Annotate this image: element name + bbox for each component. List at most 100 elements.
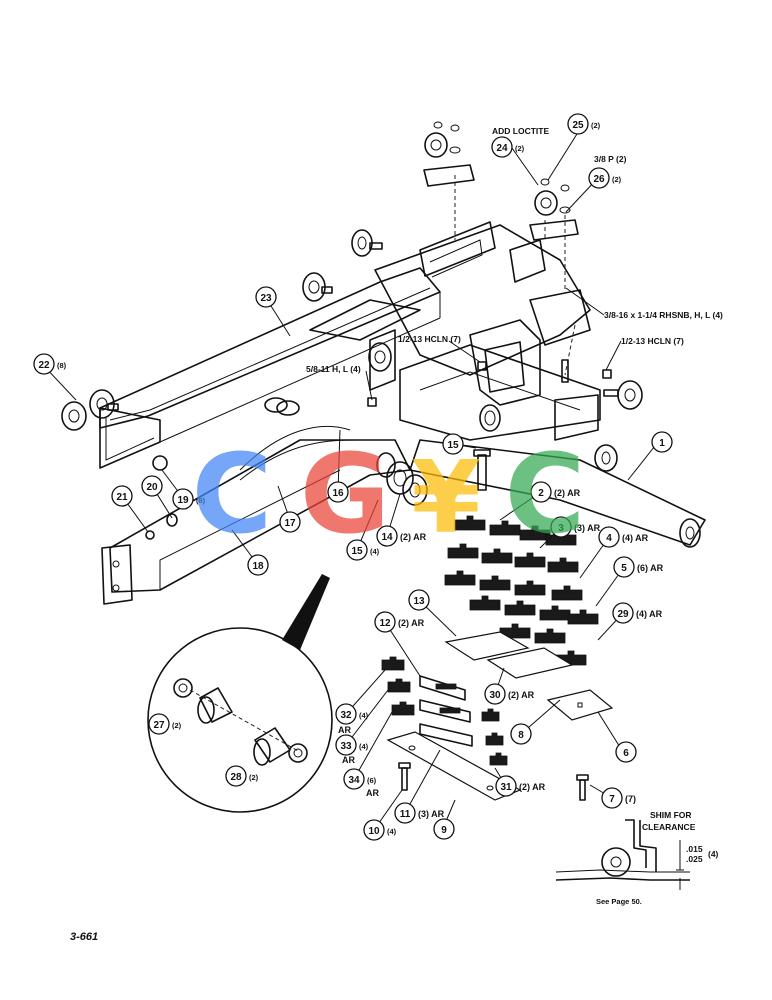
svg-text:30: 30 [489, 690, 501, 701]
note-p38: 3/8 P (2) [594, 154, 627, 164]
lower-bracket-group [381, 656, 522, 801]
svg-text:23: 23 [260, 293, 272, 304]
small-pads-right [481, 708, 508, 766]
svg-text:7: 7 [609, 794, 615, 805]
roller-right [603, 380, 643, 410]
svg-text:33: 33 [340, 741, 352, 752]
rollers [61, 229, 643, 472]
svg-text:(8): (8) [196, 496, 206, 505]
note-shim-line2: CLEARANCE [642, 822, 696, 832]
svg-text:28: 28 [230, 772, 242, 783]
callout-11: 11 (3) AR [394, 802, 445, 824]
svg-text:25: 25 [572, 120, 584, 131]
callout-15: 15(4) [346, 539, 380, 561]
svg-text:(2): (2) [515, 144, 525, 153]
svg-text:(2): (2) [249, 773, 259, 782]
callout-14: 14(2) AR [376, 525, 427, 547]
callout-13: 13 [408, 589, 430, 611]
upper-rail [99, 267, 441, 469]
shim-row-5 [469, 595, 599, 625]
watermark-letter-yen: ¥ [411, 439, 481, 556]
callouts: 1 2(2) AR 3 (3) AR 4 (4) AR 5(6) AR 6 7 (7)… [33, 113, 673, 841]
watermark-letter-c2: C [505, 430, 586, 558]
roller-left-hub [368, 342, 392, 372]
shim-row-2 [454, 515, 577, 546]
svg-text:1: 1 [659, 438, 665, 449]
svg-text:(7): (7) [625, 794, 636, 804]
svg-text:4: 4 [606, 533, 612, 544]
svg-text:24: 24 [496, 143, 508, 154]
svg-text:AR: AR [342, 755, 355, 765]
svg-text:15: 15 [447, 440, 459, 451]
svg-text:(2) AR: (2) AR [508, 690, 535, 700]
callout-32: 32 (4) AR [335, 703, 369, 735]
callout-33: 33(4)AR [335, 734, 369, 765]
svg-text:9: 9 [441, 825, 447, 836]
svg-text:(4): (4) [387, 827, 397, 836]
callout-31: 31 (2) AR [495, 775, 546, 797]
callout-18: 18 [247, 554, 269, 576]
small-pads-left [381, 656, 415, 716]
callout-15-bolt: 15 [442, 433, 464, 455]
shim-row-4 [444, 570, 583, 601]
svg-text:(3) AR: (3) AR [418, 809, 445, 819]
callout-7: 7 (7) [601, 787, 636, 809]
callout-26: 26 (2) [588, 167, 622, 189]
roller-upper-left [302, 272, 333, 302]
callout-24: 24 (2) [491, 136, 525, 158]
svg-text:12: 12 [379, 618, 391, 629]
svg-text:20: 20 [146, 482, 158, 493]
svg-text:AR: AR [338, 725, 351, 735]
shim-stacks [444, 515, 614, 721]
top-mount-left [423, 121, 475, 187]
callout-29: 29 (4) AR [612, 602, 663, 624]
svg-text:(2) AR: (2) AR [398, 618, 425, 628]
watermark-letter-c1: C [192, 430, 273, 558]
svg-text:(2) AR: (2) AR [519, 782, 546, 792]
callout-9: 9 [433, 818, 455, 840]
svg-text:(4) AR: (4) AR [622, 533, 649, 543]
callout-20: 20 [141, 475, 163, 497]
svg-text:11: 11 [400, 809, 411, 820]
watermark-letter-g: G [300, 430, 390, 558]
text-notes: ADD LOCTITE 3/8 P (2) 3/8-16 x 1-1/4 RHS… [70, 126, 723, 943]
svg-text:(4) AR: (4) AR [636, 609, 663, 619]
svg-text:21: 21 [116, 492, 128, 503]
bars-12-11 [419, 675, 473, 747]
svg-text:31: 31 [500, 782, 512, 793]
svg-text:32: 32 [340, 710, 352, 721]
svg-text:29: 29 [617, 609, 629, 620]
svg-text:(6) AR: (6) AR [637, 563, 664, 573]
callout-30: 30 (2) AR [484, 683, 535, 705]
svg-text:18: 18 [252, 561, 264, 572]
callout-25: 25 (2) [567, 113, 601, 135]
note-hcln-a: 1/2-13 HCLN (7) [398, 334, 461, 344]
note-hl58: 5/8-11 H, L (4) [306, 364, 361, 374]
svg-text:(2): (2) [172, 721, 182, 730]
shim-row-3 [447, 543, 579, 573]
note-add-loctite: ADD LOCTITE [492, 126, 549, 136]
svg-text:6: 6 [623, 748, 629, 759]
callout-2: 2(2) AR [530, 481, 581, 503]
callout-16: 16 [327, 481, 349, 503]
svg-text:26: 26 [593, 174, 605, 185]
svg-text:34: 34 [348, 775, 360, 786]
svg-text:(2): (2) [612, 175, 622, 184]
callout-5: 5(6) AR [613, 556, 664, 578]
svg-text:(4): (4) [359, 711, 369, 720]
callout-4: 4 (4) AR [598, 526, 649, 548]
svg-text:3: 3 [558, 523, 564, 534]
svg-text:16: 16 [332, 488, 344, 499]
svg-text:13: 13 [413, 596, 425, 607]
roller-right-lower [594, 444, 618, 472]
note-shim-val1: .015 [686, 844, 703, 854]
svg-text:(2): (2) [591, 121, 601, 130]
detail-bushings [173, 678, 308, 766]
shim-detail-inset [555, 819, 690, 890]
callout-19: 19(8) [172, 488, 206, 510]
note-shim-val2: .025 [686, 854, 703, 864]
bolts [367, 359, 612, 801]
callout-12: 12 (2) AR [374, 611, 425, 633]
detail-magnifier [147, 574, 333, 813]
